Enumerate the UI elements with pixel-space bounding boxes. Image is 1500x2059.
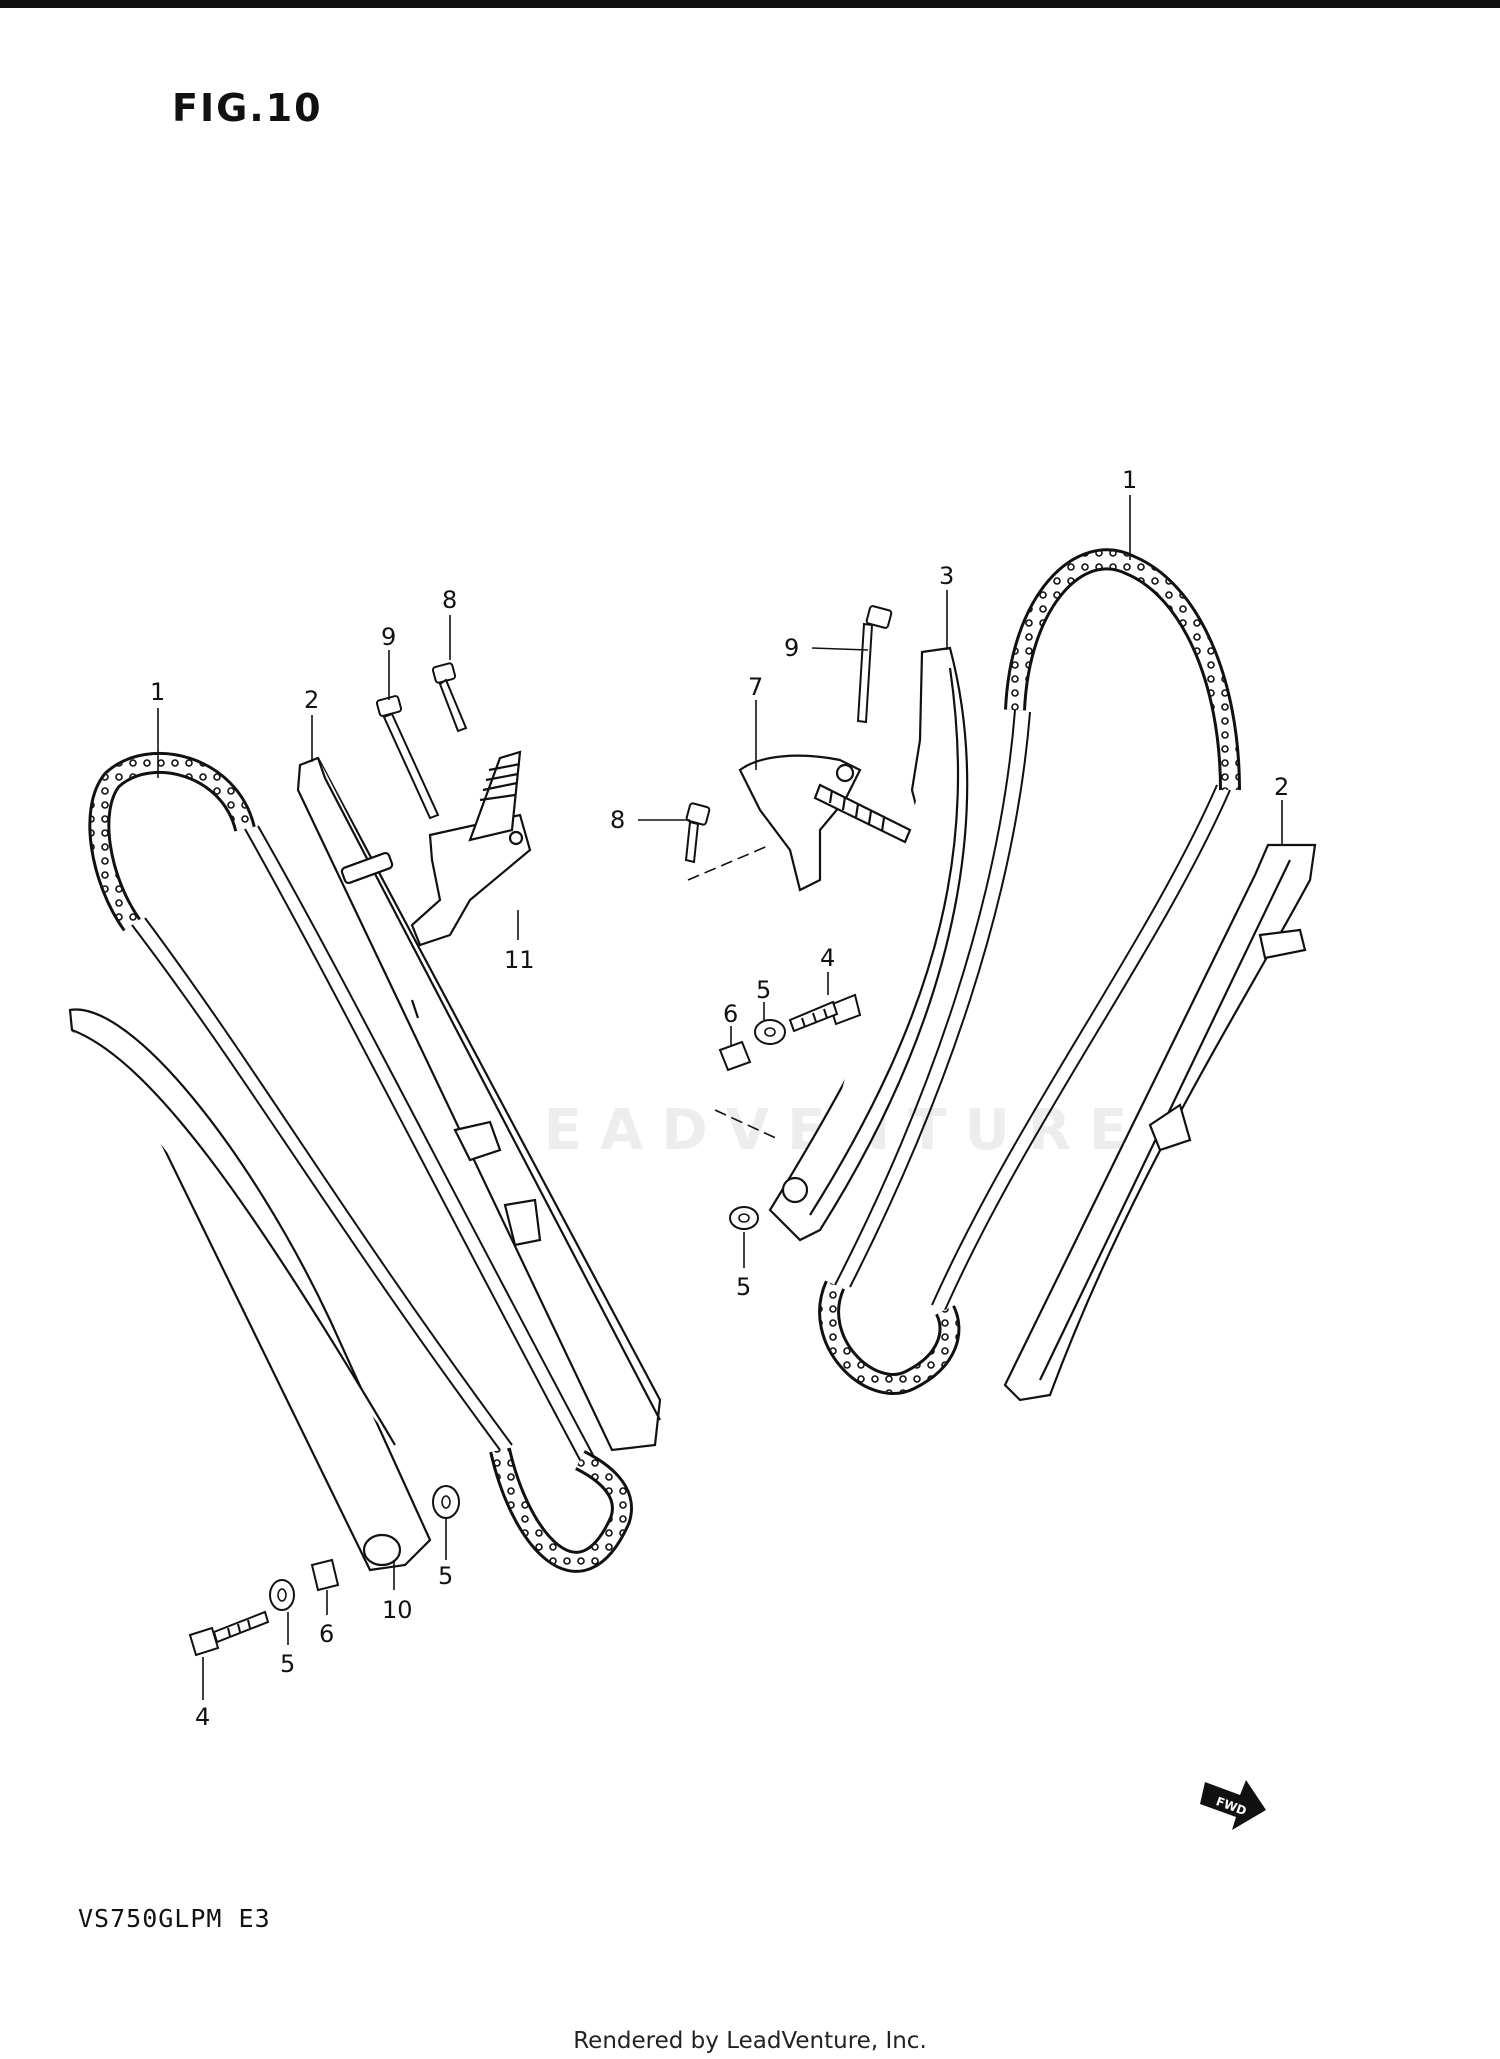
callout-6-left: 6 <box>319 1620 334 1648</box>
model-code: VS750GLPM E3 <box>78 1904 271 1933</box>
callout-1-left: 1 <box>150 678 165 706</box>
callout-4-right: 4 <box>820 944 835 972</box>
bolt-left-8 <box>431 662 468 733</box>
washer-left-5b <box>432 1485 460 1519</box>
washer-right-5 <box>754 1019 786 1045</box>
callout-5-right: 5 <box>756 976 771 1004</box>
callout-labels: 1 2 9 8 11 10 5 6 5 4 1 3 9 7 8 2 4 5 6 … <box>150 466 1289 1731</box>
figure-title: FIG.10 <box>172 86 323 130</box>
cam-chain-right <box>818 548 1241 1395</box>
callout-7: 7 <box>748 673 763 701</box>
callout-2-right: 2 <box>1274 773 1289 801</box>
footer-credit: Rendered by LeadVenture, Inc. <box>573 2028 927 2054</box>
bolt-right-9 <box>856 605 893 724</box>
callout-leaders <box>157 495 1283 1700</box>
callout-5-right-b: 5 <box>736 1273 751 1301</box>
tensioner-adjuster-left <box>410 750 532 947</box>
callout-1-right: 1 <box>1122 466 1137 494</box>
top-border <box>0 0 1500 8</box>
chain-guide-left <box>296 756 662 1452</box>
bolt-left-4 <box>188 1610 270 1657</box>
washer-hole-left-5b <box>441 1495 451 1509</box>
chain-tensioner-left <box>68 1008 432 1572</box>
leader-dashed-right-6 <box>714 1109 781 1141</box>
cam-chain-left <box>88 751 633 1573</box>
callout-2-left: 2 <box>304 686 319 714</box>
bolt-right-8 <box>684 802 711 864</box>
washer-hole-right-5b <box>738 1213 750 1223</box>
callout-9-left: 9 <box>381 623 396 651</box>
callout-3: 3 <box>939 562 954 590</box>
bolt-left-9 <box>375 695 440 820</box>
callout-6-right: 6 <box>723 1000 738 1028</box>
bolt-right-4 <box>788 993 862 1033</box>
spacer-left-6 <box>310 1558 340 1592</box>
leader-dashed-right-8 <box>687 844 771 881</box>
washer-left-5 <box>269 1579 295 1611</box>
callout-4-left: 4 <box>195 1703 210 1731</box>
tensioner-adjuster-right-7 <box>738 754 912 892</box>
callout-5-left: 5 <box>280 1650 295 1678</box>
callout-5-left-b: 5 <box>438 1562 453 1590</box>
chain-guide-right-3 <box>768 646 969 1242</box>
washer-hole-left-5 <box>277 1588 287 1602</box>
callout-8-right: 8 <box>610 806 625 834</box>
chain-guide-right-2 <box>1003 843 1317 1402</box>
callout-10: 10 <box>382 1596 413 1624</box>
forward-arrow-icon: FWD <box>1200 1780 1266 1830</box>
callout-9-right: 9 <box>784 634 799 662</box>
callout-11: 11 <box>504 946 535 974</box>
callout-8-left: 8 <box>442 586 457 614</box>
washer-right-5b <box>729 1206 759 1230</box>
washer-hole-right-5 <box>764 1027 776 1037</box>
spacer-right-6 <box>718 1040 752 1072</box>
